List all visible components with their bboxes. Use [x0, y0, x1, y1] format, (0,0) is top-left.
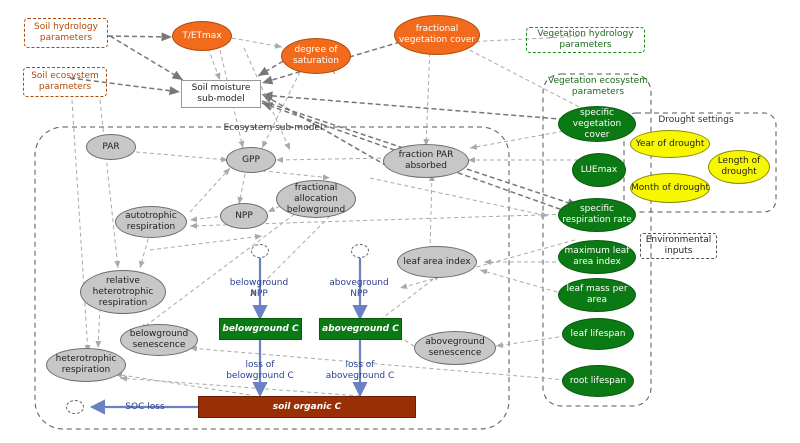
aboveground-senescence-node: aboveground senescence — [414, 331, 496, 365]
aboveground-npp-flow-label: aboveground NPP — [329, 278, 389, 299]
leaf-lifespan-node: leaf lifespan — [562, 318, 634, 350]
soil-moisture-submodel: Soil moisture sub-model — [181, 80, 261, 108]
vegetation-ecosystem-boundary — [542, 73, 652, 407]
loss-aboveground-c-flow-label: loss of aboveground C — [325, 360, 395, 381]
fractional-allocation-belowground-node: fractional allocation belowground — [276, 180, 356, 218]
environmental-inputs: Environmental inputs — [640, 233, 717, 259]
degree-of-saturation-node: degree of saturation — [281, 38, 351, 74]
soil-ecosystem-parameters: Soil ecosystem parameters — [23, 67, 107, 97]
fraction-par-absorbed-node: fraction PAR absorbed — [383, 144, 469, 178]
relative-heterotrophic-respiration-node: relative heterotrophic respiration — [80, 270, 166, 314]
npp-node: NPP — [220, 203, 268, 229]
heterotrophic-respiration-node: heterotrophic respiration — [46, 348, 126, 382]
leaf-mass-per-area-node: leaf mass per area — [558, 278, 636, 312]
year-of-drought-node: Year of drought — [630, 130, 710, 158]
drought-settings-boundary — [623, 112, 777, 213]
ecosystem-submodel-boundary — [34, 126, 510, 430]
specific-respiration-rate-node: specific respiration rate — [558, 198, 636, 232]
luemax-node: LUEmax — [572, 153, 626, 187]
belowground-npp-flow-label: belowground NPP — [229, 278, 289, 299]
drought-settings-label: Drought settings — [658, 115, 734, 125]
soil-organic-c-stock: soil organic C — [198, 396, 416, 418]
autotrophic-respiration-node: autotrophic respiration — [115, 206, 187, 238]
belowground-senescence-node: belowground senescence — [120, 324, 198, 356]
vegetation-hydrology-parameters: Vegetation hydrology parameters — [526, 27, 645, 53]
aboveground-c-stock: aboveground C — [319, 318, 402, 340]
root-lifespan-node: root lifespan — [562, 365, 634, 397]
ecosystem-submodel-label: Ecosystem sub-model — [223, 123, 323, 133]
fractional-vegetation-cover-node: fractional vegetation cover — [394, 15, 480, 55]
month-of-drought-node: Month of drought — [630, 173, 710, 203]
gpp-node: GPP — [226, 147, 276, 173]
length-of-drought-node: Length of drought — [708, 150, 770, 184]
source-cloud-icon — [251, 244, 269, 258]
vegetation-ecosystem-parameters: Vegetation ecosystem parameters — [548, 76, 648, 97]
loss-belowground-c-flow-label: loss of belowground C — [226, 360, 294, 381]
par-node: PAR — [86, 134, 136, 160]
leaf-area-index-node: leaf area index — [397, 246, 477, 278]
belowground-c-stock: belowground C — [219, 318, 302, 340]
soil-hydrology-parameters: Soil hydrology parameters — [24, 18, 108, 48]
t-etmax-node: T/ETmax — [172, 21, 232, 51]
maximum-leaf-area-index-node: maximum leaf area index — [558, 240, 636, 274]
specific-vegetation-cover-node: specific vegetation cover — [558, 106, 636, 142]
source-cloud-icon — [351, 244, 369, 258]
sink-cloud-icon — [66, 400, 84, 414]
soc-loss-flow-label: SOC loss — [125, 402, 165, 412]
